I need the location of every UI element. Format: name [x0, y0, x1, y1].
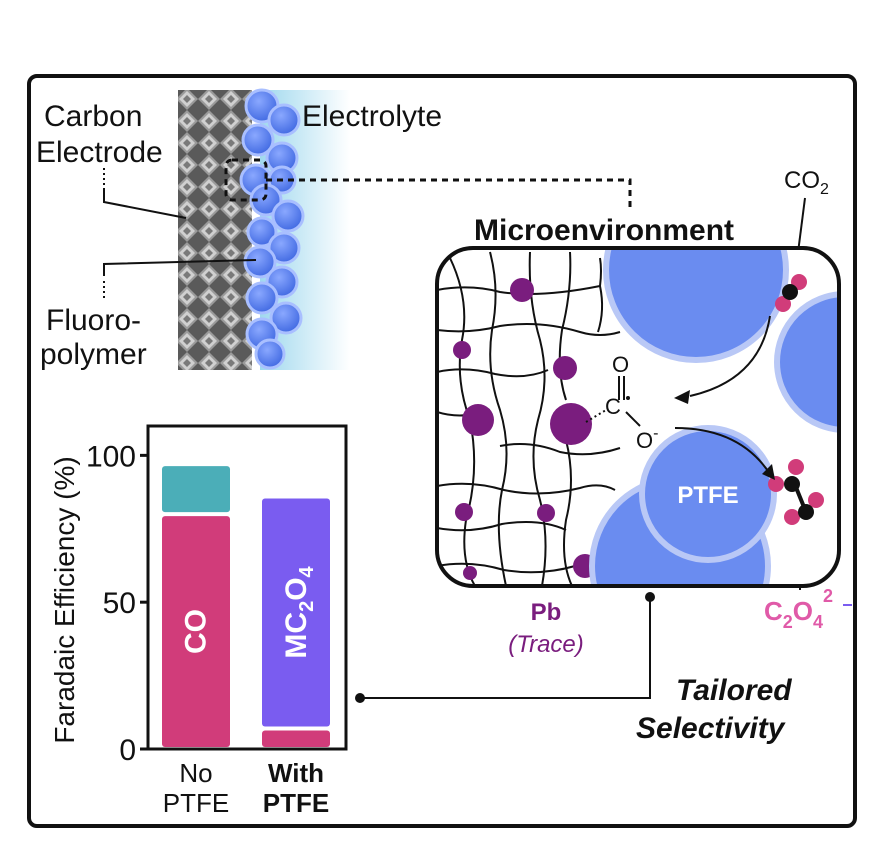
- arrow-head-right: [762, 464, 775, 480]
- bar-no-ptfe-series-0: [162, 516, 230, 747]
- category-label-0-line-1: PTFE: [163, 788, 229, 818]
- microenvironment-panel: O C O- PTFE: [435, 246, 841, 588]
- trace-label: (Trace): [508, 631, 584, 658]
- fluoro-label-line2: polymer: [40, 338, 147, 371]
- co2-radical-anion: O C O-: [585, 352, 658, 453]
- pb-particles: [453, 278, 597, 580]
- category-label-0-line-0: No: [179, 758, 212, 788]
- bar-label-mc2o4: MC2O4: [280, 565, 319, 658]
- carbon-electrode-layer: [178, 90, 252, 370]
- pb-network: [437, 251, 621, 586]
- svg-text:C2O42: C2O42: [764, 586, 833, 632]
- co2-label: CO2: [784, 167, 829, 198]
- fluoropolymer-spheres: [239, 88, 305, 370]
- outer-frame: [27, 74, 857, 828]
- chart-plot-frame: [146, 424, 348, 751]
- co2-anion-o-minus: O-: [636, 425, 658, 453]
- y-tick-label-50: 50: [103, 587, 136, 620]
- reaction-arrows: [674, 315, 771, 475]
- ptfe-spheres: [589, 248, 839, 586]
- ptfe-label: PTFE: [677, 482, 738, 509]
- carbon-label-line1: Carbon: [44, 100, 142, 133]
- carbon-label-line2: Electrode: [36, 136, 163, 169]
- arrow-head-left: [674, 390, 690, 404]
- microenvironment-title: Microenvironment: [474, 214, 734, 247]
- oxalate-molecule: [768, 459, 824, 525]
- oxalate-label: C2O42: [764, 586, 852, 632]
- electrolyte-label: Electrolyte: [302, 100, 442, 133]
- pb-label: Pb: [531, 599, 562, 626]
- fluoro-label-line1: Fluoro-: [46, 304, 141, 337]
- y-tick-label-100: 100: [86, 440, 136, 473]
- zoom-selection-box: [224, 158, 268, 202]
- tailored-label: Tailored: [676, 674, 792, 707]
- selectivity-connector-dot-left: [355, 693, 365, 703]
- co2-molecule: [775, 274, 807, 312]
- bar-with-ptfe-series-0: [262, 730, 330, 747]
- category-label-1-line-0: With: [268, 758, 324, 788]
- bar-no-ptfe-series-2: [162, 466, 230, 513]
- bar-with-ptfe-series-1: [262, 498, 330, 727]
- selectivity-connector-dot-top: [645, 592, 655, 602]
- selectivity-label: Selectivity: [636, 712, 786, 745]
- co2-anion-carbon: C: [605, 394, 621, 419]
- y-tick-label-0: 0: [119, 734, 136, 767]
- chart-y-axis-label: Faradaic Efficiency (%): [49, 456, 80, 743]
- co2-anion-o-top: O: [612, 352, 629, 377]
- electrode-illustration: [178, 88, 350, 370]
- category-label-1-line-1: PTFE: [263, 788, 329, 818]
- svg-text:CO2: CO2: [784, 167, 829, 198]
- bar-label-co: CO: [180, 609, 213, 654]
